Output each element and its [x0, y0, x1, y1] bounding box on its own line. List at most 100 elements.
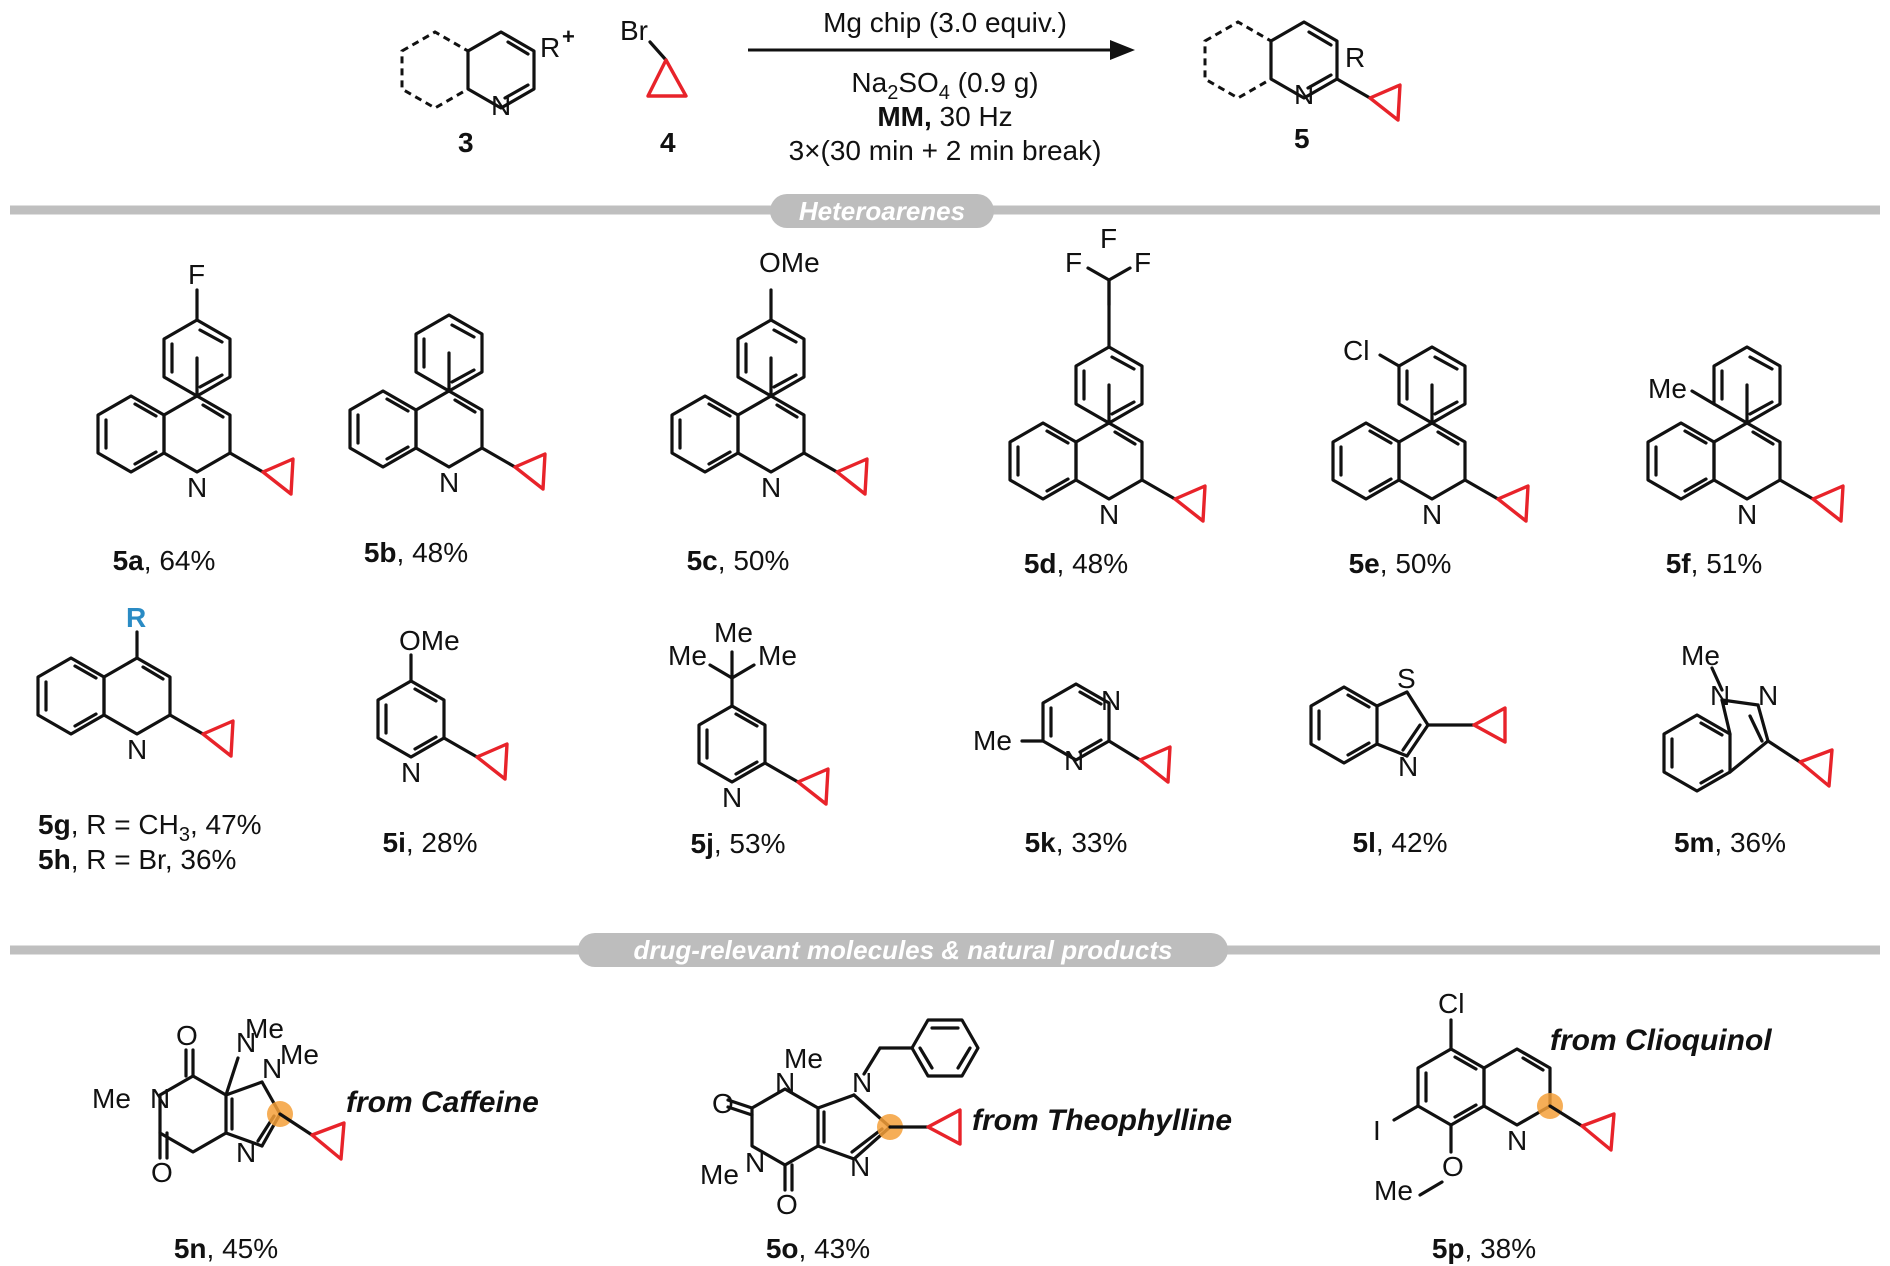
atom-n: N — [1294, 79, 1314, 110]
atom-n: N — [236, 1027, 256, 1058]
compound-5k: N N Me 5k, 33% — [973, 682, 1172, 858]
methyl-substituent: Me — [245, 1013, 284, 1044]
product-5-structure: N R 5 — [1203, 20, 1402, 154]
compound-5d: F F F N 5d, 48% — [1008, 223, 1207, 579]
compound-5e: Cl N 5e, 50% — [1331, 335, 1530, 579]
atom-n: N — [1422, 499, 1442, 530]
compound-5j: Me Me Me N 5j, 53% — [668, 617, 830, 859]
source-clioquinol: from Clioquinol — [1550, 1024, 1772, 1057]
section-drug-banner: drug-relevant molecules & natural produc… — [10, 933, 1880, 967]
compound-label-5n: 5n, 45% — [174, 1233, 278, 1264]
section-heteroarenes-banner: Heteroarenes — [10, 194, 1880, 228]
compound-label-5o: 5o, 43% — [766, 1233, 870, 1264]
fluoro-substituent: F — [188, 259, 205, 290]
methoxy-substituent: OMe — [399, 625, 460, 656]
compound-5m: N N Me 5m, 36% — [1662, 640, 1834, 858]
compound-label-5i: 5i, 28% — [383, 827, 478, 858]
methyl-substituent: Me — [700, 1159, 739, 1190]
condition-na2so4: Na2SO4 (0.9 g) — [851, 67, 1038, 104]
atom-n: N — [1101, 685, 1121, 716]
atom-n: N — [775, 1067, 795, 1098]
section-title-heteroarenes: Heteroarenes — [799, 196, 965, 226]
reaction-arrow — [748, 40, 1135, 60]
compound-5g-5h: R N 5g, R = CH3, 47% 5h, R = Br, 36% — [36, 602, 262, 875]
atom-n: N — [1398, 751, 1418, 782]
atom-n: N — [722, 782, 742, 813]
compound-label-5d: 5d, 48% — [1024, 548, 1128, 579]
r-group-label: R — [126, 602, 146, 633]
compound-label-5b: 5b, 48% — [364, 537, 468, 568]
methoxy-substituent: OMe — [759, 247, 820, 278]
atom-n: N — [1737, 499, 1757, 530]
compound-label-5h: 5h, R = Br, 36% — [38, 844, 236, 875]
compound-5b: N 5b, 48% — [348, 313, 547, 568]
compound-label-5a: 5a, 64% — [113, 545, 216, 576]
atom-n: N — [761, 472, 781, 503]
atom-o: O — [712, 1088, 734, 1119]
atom-n: N — [262, 1053, 282, 1084]
atom-n: N — [491, 90, 511, 121]
compound-label-5p: 5p, 38% — [1432, 1233, 1536, 1264]
atom-n: N — [439, 467, 459, 498]
atom-n: N — [1507, 1125, 1527, 1156]
atom-n: N — [401, 757, 421, 788]
atom-n: N — [127, 734, 147, 765]
methyl-substituent: Me — [280, 1039, 319, 1070]
reaction-conditions: Mg chip (3.0 equiv.) Na2SO4 (0.9 g) MM, … — [789, 7, 1102, 166]
compound-5c: OMe N 5c, 50% — [670, 247, 869, 576]
compound-5o: N Me O N Me O N N from Theophylline 5o, … — [700, 1018, 1232, 1264]
compound-number-3: 3 — [458, 127, 474, 158]
substrate-3-structure: N R + 3 — [400, 24, 575, 158]
atom-n: N — [150, 1083, 170, 1114]
source-theophylline: from Theophylline — [972, 1104, 1232, 1137]
compound-label-5g: 5g, R = CH3, 47% — [38, 809, 262, 846]
atom-n: N — [850, 1151, 870, 1182]
compound-label-5j: 5j, 53% — [691, 828, 786, 859]
atom-o: O — [776, 1189, 798, 1220]
compound-label-5c: 5c, 50% — [687, 545, 790, 576]
atom-n: N — [187, 472, 207, 503]
reaction-header: N R + 3 Br 4 Mg chip (3.0 equiv.) Na2SO4… — [400, 7, 1402, 166]
methyl-substituent: Me — [1374, 1175, 1413, 1206]
compound-number-5: 5 — [1294, 123, 1310, 154]
chloro-substituent: Cl — [1438, 988, 1464, 1019]
methyl-substituent: Me — [973, 725, 1012, 756]
chloro-substituent: Cl — [1343, 335, 1369, 366]
atom-n: N — [1099, 499, 1119, 530]
compound-5n: O N Me N Me O N Me N from Caffeine 5n, 4… — [92, 1013, 539, 1264]
compound-5l: S N 5l, 42% — [1309, 663, 1507, 858]
fluoro-substituent: F — [1065, 247, 1082, 278]
fluoro-substituent: F — [1100, 223, 1117, 254]
condition-time: 3×(30 min + 2 min break) — [789, 135, 1102, 166]
atom-o: O — [176, 1020, 198, 1051]
methyl-substituent: Me — [1648, 373, 1687, 404]
compound-5i: OMe N 5i, 28% — [376, 625, 509, 858]
atom-n: N — [1710, 680, 1730, 711]
charge-label: + — [562, 24, 575, 49]
condition-mg: Mg chip (3.0 equiv.) — [823, 7, 1067, 38]
methyl-substituent: Me — [92, 1083, 131, 1114]
atom-n: N — [236, 1137, 256, 1168]
compound-label-5l: 5l, 42% — [1353, 827, 1448, 858]
atom-n: N — [745, 1147, 765, 1178]
atom-o: O — [151, 1157, 173, 1188]
compound-5a: F N 5a, 64% — [96, 259, 295, 576]
methyl-substituent: Me — [758, 640, 797, 671]
methyl-substituent: Me — [668, 640, 707, 671]
condition-mm: MM, 30 Hz — [877, 101, 1012, 132]
compound-label-5e: 5e, 50% — [1349, 548, 1452, 579]
iodo-substituent: I — [1373, 1115, 1381, 1146]
atom-s: S — [1397, 663, 1416, 694]
methyl-substituent: Me — [1681, 640, 1720, 671]
atom-n: N — [852, 1067, 872, 1098]
atom-n: N — [1758, 680, 1778, 711]
methyl-substituent: Me — [784, 1043, 823, 1074]
source-caffeine: from Caffeine — [346, 1086, 539, 1119]
reagent-4-structure: Br 4 — [620, 15, 688, 158]
atom-n: N — [1064, 745, 1084, 776]
compound-label-5f: 5f, 51% — [1666, 548, 1763, 579]
atom-o: O — [1442, 1151, 1464, 1182]
compound-label-5m: 5m, 36% — [1674, 827, 1786, 858]
section-title-drug-relevant: drug-relevant molecules & natural produc… — [634, 935, 1173, 965]
